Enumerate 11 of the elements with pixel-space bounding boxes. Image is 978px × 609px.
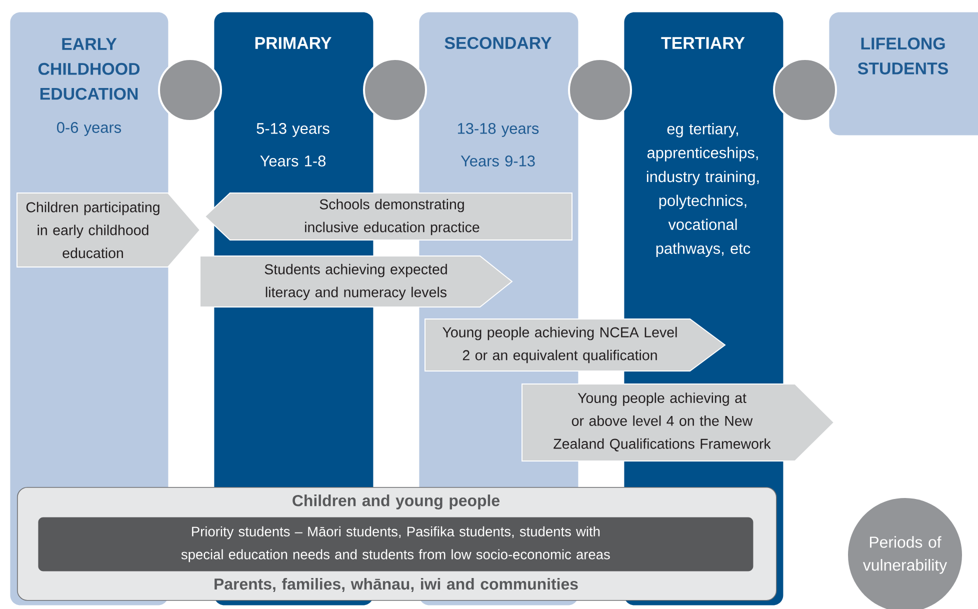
indicator-banner: Students achieving expected literacy and numeracy levels xyxy=(200,256,513,308)
indicator-banner: Young people achieving NCEA Level 2 or an equivalent qualification xyxy=(424,318,726,372)
indicator-banner: Schools demonstrating inclusive education practice xyxy=(204,192,572,240)
transition-circle xyxy=(568,58,632,122)
transition-circle xyxy=(363,58,427,122)
transition-circle xyxy=(773,58,837,122)
transition-circle xyxy=(158,58,222,122)
indicator-banner: Young people achieving at or above level 4 on the New Zealand Qualifications Framework xyxy=(522,384,835,462)
priority-band: Priority students – Māori students, Pasifika students, students with special education needs and students from low socio-economic areas xyxy=(38,517,754,572)
stage-column: LIFELONG STUDENTS xyxy=(829,12,978,136)
indicator-banner: Children participating in early childhood education xyxy=(16,192,201,268)
